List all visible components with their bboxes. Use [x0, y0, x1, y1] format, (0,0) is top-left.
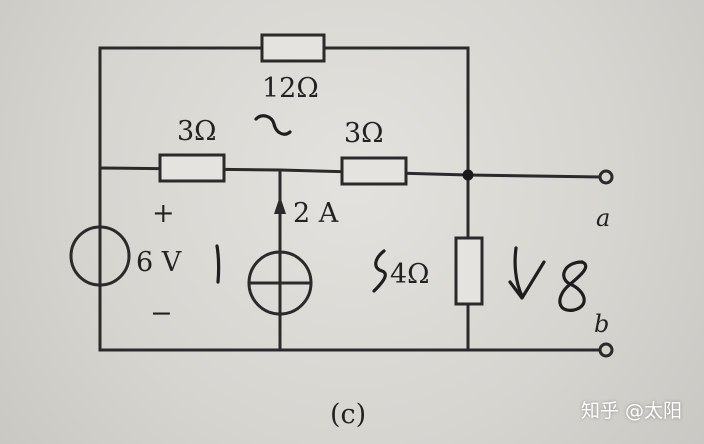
handwritten-digit-8: [558, 260, 588, 312]
label-4ohm: 4Ω: [390, 259, 430, 290]
handwritten-down-arrow: [508, 246, 546, 300]
label-voltage: 6 V: [136, 247, 182, 278]
label-terminal-b: b: [594, 310, 609, 338]
resistor-3ohm-mid: [340, 156, 408, 186]
label-minus: −: [150, 298, 173, 329]
label-plus: +: [152, 198, 175, 229]
resistor-12ohm: [260, 33, 326, 63]
wire-left-outer: [98, 46, 602, 352]
figure-caption: (c): [330, 399, 366, 430]
terminal-b-icon: [598, 342, 614, 358]
node-dot: [462, 169, 474, 181]
wire-top: [98, 46, 470, 177]
watermark: 知乎 @太阳: [580, 400, 682, 422]
handwritten-tilde-mark: [254, 114, 292, 136]
handwritten-squiggle-mark: [372, 249, 387, 293]
terminal-a-icon: [598, 169, 614, 185]
current-arrow-icon: [274, 196, 286, 214]
resistor-4ohm: [454, 236, 484, 306]
resistor-3ohm-left: [158, 153, 226, 183]
label-3ohm-left: 3Ω: [177, 116, 217, 147]
handwritten-tick-mark: [215, 244, 221, 284]
label-terminal-a: a: [596, 204, 610, 232]
voltage-source: [69, 225, 131, 287]
label-current: 2 A: [293, 198, 339, 229]
label-3ohm-mid: 3Ω: [344, 118, 384, 149]
label-12ohm: 12Ω: [262, 73, 319, 104]
